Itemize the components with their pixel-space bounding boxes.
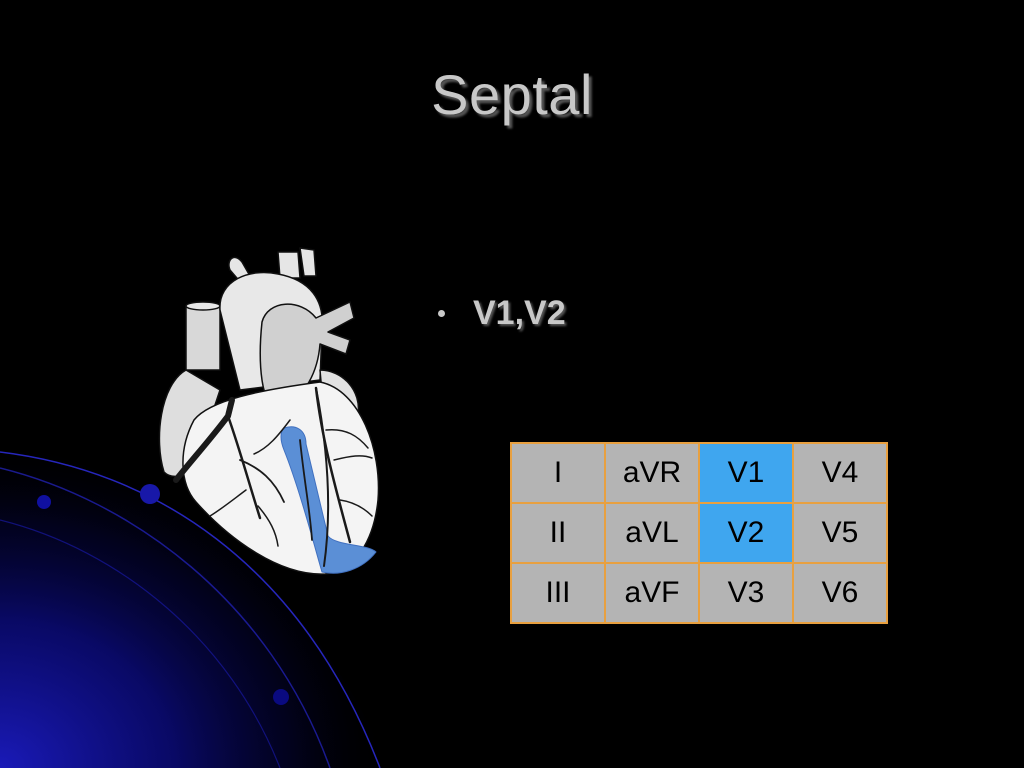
slide-title: Septal [431, 63, 593, 126]
ecg-lead-table: I aVR V1 V4 II aVL V2 V5 III aVF V3 V6 [510, 442, 888, 624]
bullet-list: V1,V2 [436, 294, 566, 333]
lead-cell-V2-highlighted: V2 [698, 502, 794, 564]
lead-cell-V3: V3 [698, 562, 794, 624]
table-row: III aVF V3 V6 [510, 562, 888, 624]
bullet-dot-icon [438, 310, 445, 317]
lead-cell-aVL: aVL [604, 502, 700, 564]
table-row: II aVL V2 V5 [510, 502, 888, 564]
heart-illustration-icon [158, 247, 380, 575]
lead-cell-I: I [510, 442, 606, 504]
table-row: I aVR V1 V4 [510, 442, 888, 504]
lead-cell-V5: V5 [792, 502, 888, 564]
lead-cell-aVF: aVF [604, 562, 700, 624]
bullet-text: V1,V2 [473, 294, 566, 332]
bullet-item: V1,V2 [436, 294, 566, 333]
lead-cell-II: II [510, 502, 606, 564]
lead-cell-aVR: aVR [604, 442, 700, 504]
lead-cell-V1-highlighted: V1 [698, 442, 794, 504]
lead-cell-III: III [510, 562, 606, 624]
lead-cell-V6: V6 [792, 562, 888, 624]
lead-cell-V4: V4 [792, 442, 888, 504]
